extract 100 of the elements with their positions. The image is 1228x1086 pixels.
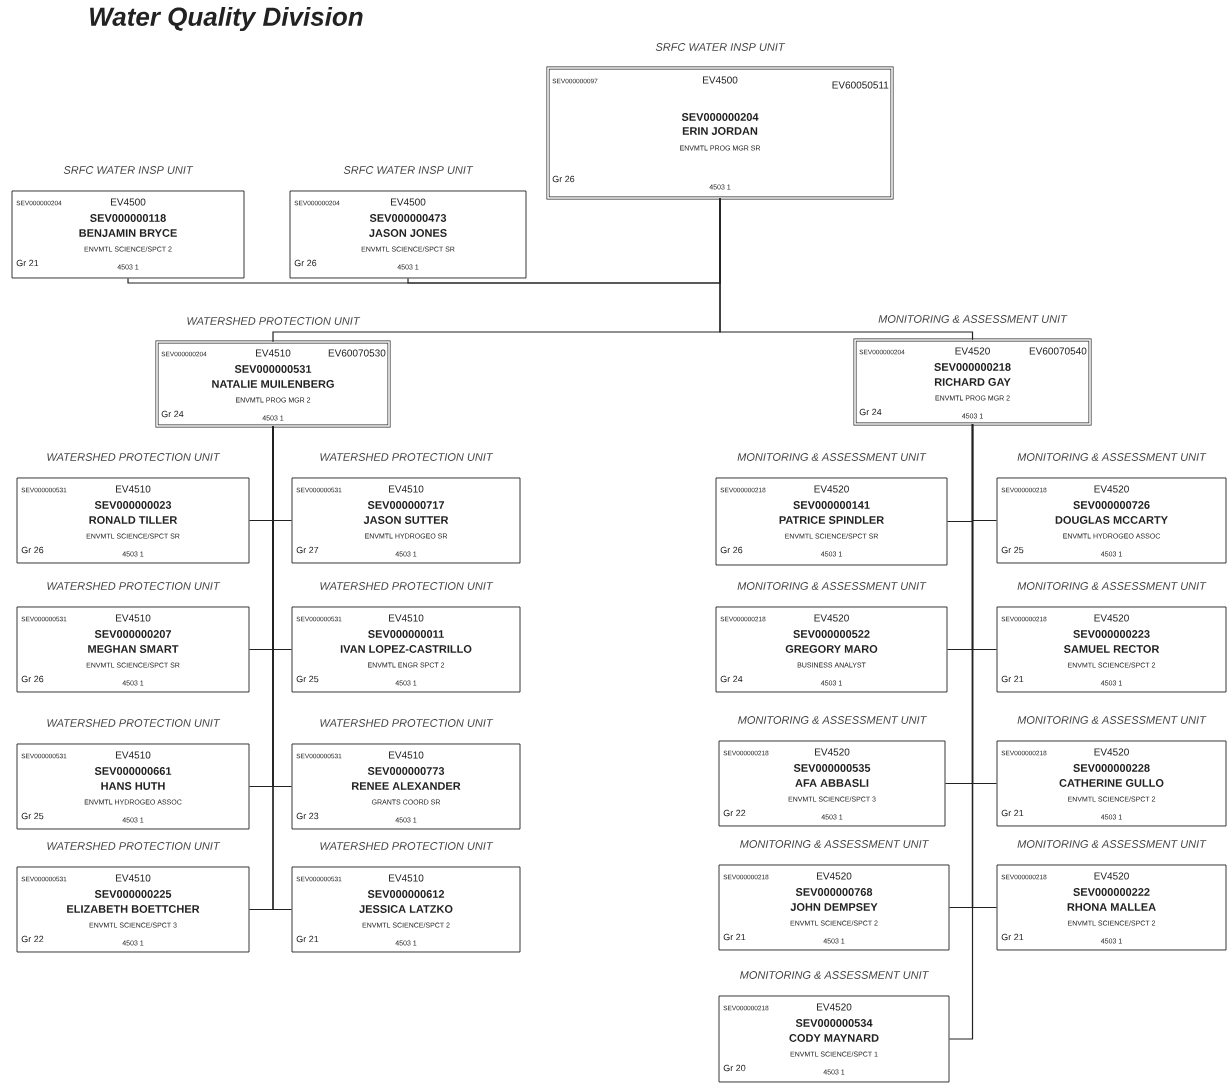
node-label: EV4520 [1094, 614, 1129, 622]
unit-heading: MONITORING & ASSESSMENT UNIT [878, 315, 1068, 323]
unit-heading: WATERSHED PROTECTION UNIT [320, 842, 494, 850]
unit-heading: WATERSHED PROTECTION UNIT [320, 719, 494, 727]
node-label: SEV000000223 [1073, 630, 1150, 638]
node-label: Gr 21 [1001, 933, 1024, 941]
node-label: BENJAMIN BRYCE [79, 229, 177, 237]
node-label: JASON JONES [369, 229, 447, 237]
node-label: SEV000000534 [795, 1019, 873, 1027]
node-label: Gr 23 [296, 812, 319, 820]
node-label: CATHERINE GULLO [1059, 779, 1164, 787]
node-label: PATRICE SPINDLER [779, 516, 884, 524]
node-label: Gr 22 [723, 809, 746, 817]
node-label: EV4510 [116, 614, 151, 622]
node-label: Gr 21 [16, 259, 39, 267]
connector-line [719, 197, 974, 341]
node-label: SEV000000717 [367, 501, 445, 509]
node-label: Gr 25 [1001, 546, 1024, 554]
node-label: Gr 22 [21, 935, 44, 943]
node-label: EV4510 [116, 751, 151, 759]
node-label: SEV000000228 [1073, 764, 1150, 772]
node-label: JASON SUTTER [363, 516, 449, 524]
unit-heading: WATERSHED PROTECTION UNIT [187, 317, 361, 325]
node-label: Gr 21 [1001, 675, 1024, 683]
node-label: EV60050511 [832, 81, 889, 89]
unit-heading: WATERSHED PROTECTION UNIT [320, 453, 494, 461]
node-label: IVAN LOPEZ-CASTRILLO [340, 645, 472, 653]
node-label: SEV000000773 [367, 767, 445, 775]
node-label: EV4510 [389, 614, 424, 622]
node-label: EV60070540 [1029, 347, 1087, 355]
node-label: ERIN JORDAN [682, 127, 758, 135]
unit-heading: SRFC WATER INSP UNIT [343, 166, 474, 174]
node-label: EV4520 [814, 485, 849, 493]
node-label: RONALD TILLER [89, 516, 178, 524]
node-label: MEGHAN SMART [88, 645, 179, 653]
node-label: JOHN DEMPSEY [790, 903, 878, 911]
node-label: SEV000000612 [367, 890, 445, 898]
node-label: Gr 24 [859, 408, 882, 416]
node-label: EV4520 [817, 872, 852, 880]
unit-heading: MONITORING & ASSESSMENT UNIT [1017, 453, 1207, 461]
unit-heading: WATERSHED PROTECTION UNIT [320, 582, 494, 590]
node-label: SEV000000222 [1073, 888, 1150, 896]
node-label: SEV000000023 [94, 501, 172, 509]
unit-heading: MONITORING & ASSESSMENT UNIT [738, 716, 927, 724]
node-label: Gr 24 [720, 675, 743, 683]
unit-heading: MONITORING & ASSESSMENT UNIT [740, 971, 929, 979]
node-label: Gr 27 [296, 546, 319, 554]
node-label: Gr 21 [296, 935, 319, 943]
node-label: Gr 26 [21, 546, 44, 554]
unit-heading: WATERSHED PROTECTION UNIT [47, 582, 221, 590]
node-label: HANS HUTH [101, 782, 165, 790]
node-label: SEV000000661 [94, 767, 172, 775]
node-label: RHONA MALLEA [1067, 903, 1156, 911]
node-label: Gr 20 [723, 1064, 746, 1072]
node-label: SEV000000225 [94, 890, 172, 898]
node-label: Gr 21 [723, 933, 746, 941]
unit-heading: MONITORING & ASSESSMENT UNIT [740, 840, 929, 848]
connector-line [272, 425, 293, 911]
node-label: EV4520 [955, 347, 990, 355]
unit-heading: WATERSHED PROTECTION UNIT [47, 453, 221, 461]
node-label: EV4510 [116, 874, 151, 882]
node-label: Gr 26 [720, 546, 743, 554]
node-label: SEV000000141 [793, 501, 870, 509]
node-label: EV4520 [1094, 872, 1129, 880]
node-label: SEV000000218 [934, 363, 1011, 371]
node-label: Gr 24 [161, 410, 184, 418]
node-label: Gr 25 [21, 812, 44, 820]
node-label: SEV000000011 [368, 630, 444, 638]
unit-heading: MONITORING & ASSESSMENT UNIT [737, 582, 927, 590]
node-label: SEV000000473 [369, 214, 447, 222]
node-label: RICHARD GAY [934, 378, 1011, 386]
node-label: NATALIE MUILENBERG [212, 380, 334, 388]
node-label: Gr 21 [1001, 809, 1024, 817]
node-label: EV4520 [1094, 748, 1129, 756]
node-label: EV60070530 [328, 349, 386, 357]
node-label: EV4500 [391, 198, 426, 206]
node-label: SEV000000535 [793, 764, 871, 772]
node-label: EV4510 [389, 874, 424, 882]
node-label: EV4500 [111, 198, 146, 206]
unit-heading: MONITORING & ASSESSMENT UNIT [1017, 716, 1207, 724]
node-label: EV4510 [389, 751, 424, 759]
node-label: SEV000000207 [94, 630, 172, 638]
node-label: EV4520 [814, 614, 849, 622]
node-label: SAMUEL RECTOR [1063, 645, 1160, 653]
unit-heading: MONITORING & ASSESSMENT UNIT [1017, 582, 1207, 590]
node-label: SEV000000522 [793, 630, 870, 638]
node-label: SEV000000726 [1073, 501, 1150, 509]
node-label: EV4510 [116, 485, 151, 493]
node-label: EV4520 [815, 748, 850, 756]
node-label: Gr 26 [294, 259, 317, 267]
node-label: Gr 26 [21, 675, 44, 683]
node-label: EV4520 [1094, 485, 1129, 493]
node-label: SEV000000768 [795, 888, 873, 896]
node-label: SEV000000531 [234, 365, 312, 373]
connector-line [948, 423, 974, 1040]
node-label: EV4510 [256, 349, 291, 357]
node-label: AFA ABBASLI [795, 779, 869, 787]
node-label: Gr 26 [552, 175, 575, 183]
title: Water Quality Division [90, 6, 363, 32]
unit-heading: WATERSHED PROTECTION UNIT [47, 842, 221, 850]
